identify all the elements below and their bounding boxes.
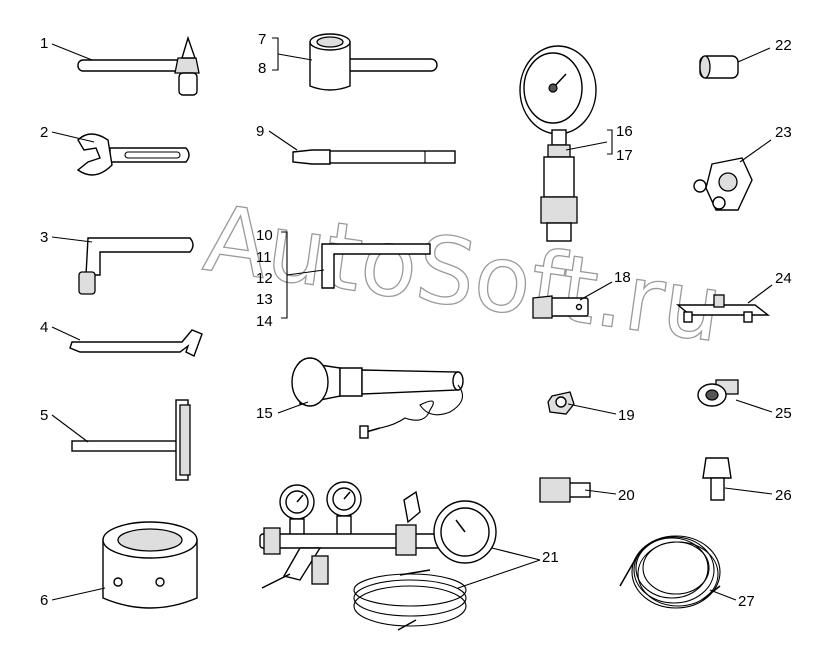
tool-3-l-wrench bbox=[78, 237, 194, 295]
callout-7: 7 bbox=[258, 31, 266, 48]
tool-24-plate-fixture bbox=[676, 294, 771, 323]
callout-18: 18 bbox=[614, 269, 631, 286]
tool-19-nut bbox=[547, 391, 575, 415]
tool-1-hammer bbox=[77, 35, 200, 96]
tool-15-heater bbox=[291, 357, 464, 439]
callout-12: 12 bbox=[256, 270, 273, 287]
callout-14: 14 bbox=[256, 313, 273, 330]
tool-7-8-socket-bar bbox=[309, 33, 438, 91]
tool-4-pry-bar bbox=[69, 329, 203, 357]
tool-6-spline-socket bbox=[102, 521, 198, 609]
callout-20: 20 bbox=[618, 487, 635, 504]
tool-25-fitting bbox=[697, 379, 739, 407]
callout-22: 22 bbox=[775, 37, 792, 54]
tool-18-adapter bbox=[532, 295, 589, 319]
callout-6: 6 bbox=[40, 592, 48, 609]
tool-16-17-pressure-gauge bbox=[519, 45, 597, 242]
watermark: AutoSoft.ru bbox=[198, 185, 728, 363]
tool-26-bolt bbox=[702, 457, 732, 501]
tool-21-manifold-gauge bbox=[259, 481, 497, 631]
callout-19: 19 bbox=[618, 407, 635, 424]
callout-25: 25 bbox=[775, 405, 792, 422]
tool-20-pin bbox=[539, 477, 591, 503]
callout-3: 3 bbox=[40, 229, 48, 246]
callout-13: 13 bbox=[256, 291, 273, 308]
callout-17: 17 bbox=[616, 147, 633, 164]
callout-labels: 1 2 3 4 5 6 7 8 9 10 11 12 13 14 15 16 1… bbox=[40, 31, 792, 610]
callout-8: 8 bbox=[258, 60, 266, 77]
tool-10-14-hex-key bbox=[321, 243, 431, 289]
callout-16: 16 bbox=[616, 123, 633, 140]
callout-9: 9 bbox=[256, 123, 264, 140]
callout-21: 21 bbox=[542, 549, 559, 566]
callout-23: 23 bbox=[775, 124, 792, 141]
callout-24: 24 bbox=[775, 270, 792, 287]
callout-4: 4 bbox=[40, 319, 48, 336]
tool-23-hex-adapter bbox=[693, 157, 753, 211]
callout-2: 2 bbox=[40, 124, 48, 141]
tool-27-coiled-hose bbox=[619, 535, 721, 609]
callout-15: 15 bbox=[256, 405, 273, 422]
tool-22-bushing bbox=[699, 55, 739, 79]
callout-5: 5 bbox=[40, 407, 48, 424]
tool-2-wrench bbox=[76, 133, 190, 176]
callout-11: 11 bbox=[256, 249, 272, 266]
callout-10: 10 bbox=[256, 227, 273, 244]
tool-9-punch bbox=[292, 149, 456, 165]
tool-5-t-gauge bbox=[71, 399, 191, 481]
leader-lines bbox=[51, 37, 773, 601]
callout-26: 26 bbox=[775, 487, 792, 504]
callout-27: 27 bbox=[738, 593, 755, 610]
callout-1: 1 bbox=[40, 35, 48, 52]
